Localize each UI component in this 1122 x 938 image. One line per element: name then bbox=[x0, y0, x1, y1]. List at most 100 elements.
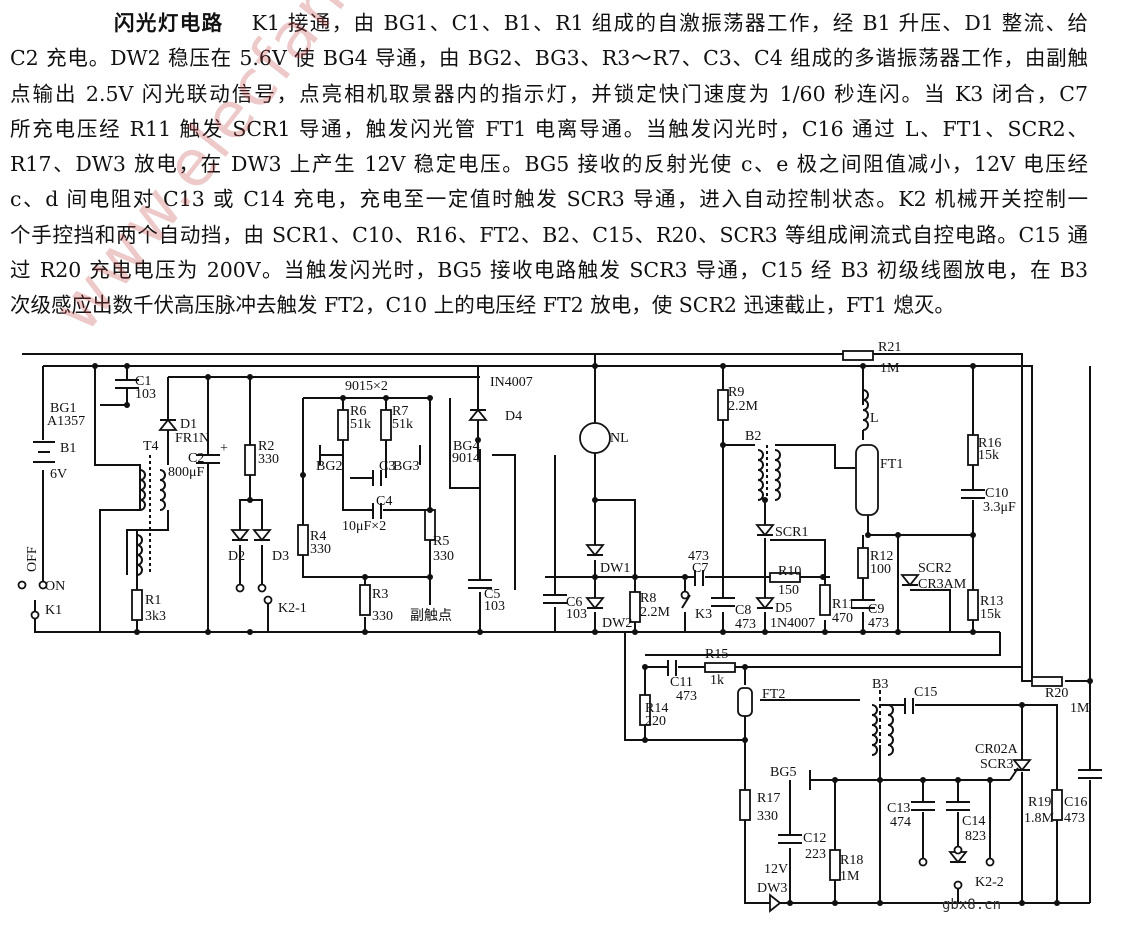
component-label: R12 bbox=[870, 549, 893, 564]
junction-dot bbox=[987, 777, 993, 783]
junction-dot bbox=[427, 507, 433, 513]
component-label: FT2 bbox=[762, 687, 785, 702]
diode-symbol bbox=[252, 529, 272, 542]
switch-terminal bbox=[953, 845, 963, 855]
junction-dot bbox=[1019, 702, 1025, 708]
component-label: R5 bbox=[433, 534, 449, 549]
resistor-symbol bbox=[704, 662, 736, 673]
resistor-symbol bbox=[967, 589, 979, 621]
component-label: C14 bbox=[962, 814, 985, 829]
component-label: 1M bbox=[880, 361, 900, 376]
junction-dot bbox=[477, 629, 483, 635]
neon-lamp-symbol bbox=[579, 422, 611, 454]
junction-dot bbox=[247, 629, 253, 635]
inductor-l-coil bbox=[862, 389, 869, 431]
component-label: 9014 bbox=[452, 451, 480, 466]
component-label: R3 bbox=[372, 587, 388, 602]
component-label: 223 bbox=[805, 847, 826, 862]
component-label: SCR2 bbox=[918, 561, 951, 576]
junction-dot bbox=[642, 664, 648, 670]
component-label: R6 bbox=[350, 404, 366, 419]
diode-symbol bbox=[158, 418, 178, 431]
component-label: 12V bbox=[764, 862, 788, 877]
component-label: 330 bbox=[433, 549, 454, 564]
text-line: 过 R20 充电电压为 200V。当触发闪光时，BG5 接收电路触发 SCR3 … bbox=[10, 258, 1088, 283]
component-label: R17 bbox=[757, 791, 780, 806]
component-label: B2 bbox=[745, 429, 761, 444]
component-label: 473 bbox=[868, 616, 889, 631]
junction-dot bbox=[865, 532, 871, 538]
junction-dot bbox=[955, 777, 961, 783]
component-label: 473 bbox=[688, 549, 709, 564]
component-label: DW1 bbox=[600, 561, 630, 576]
component-label: R13 bbox=[980, 594, 1003, 609]
component-label: CR3AM bbox=[918, 577, 967, 592]
junction-dot bbox=[860, 363, 866, 369]
junction-dot bbox=[205, 374, 211, 380]
component-label: 2.2M bbox=[640, 605, 671, 620]
component-label: DW3 bbox=[757, 881, 787, 896]
component-label: BG5 bbox=[770, 765, 796, 780]
switch-terminal bbox=[680, 590, 690, 600]
component-label: 330 bbox=[757, 809, 778, 824]
component-label: 103 bbox=[566, 607, 587, 622]
component-label: 330 bbox=[310, 542, 331, 557]
component-label: 1.8M bbox=[1024, 811, 1055, 826]
diode-symbol bbox=[755, 524, 775, 537]
resistor-symbol bbox=[829, 849, 841, 881]
junction-dot bbox=[720, 363, 726, 369]
junction-dot bbox=[340, 395, 346, 401]
component-label: BG1 bbox=[50, 401, 76, 416]
component-label: K3 bbox=[695, 607, 712, 622]
junction-dot bbox=[860, 629, 866, 635]
component-label: B1 bbox=[60, 441, 76, 456]
resistor-symbol bbox=[639, 694, 651, 726]
component-label: R14 bbox=[645, 701, 668, 716]
switch-terminal bbox=[985, 857, 995, 867]
component-label: R21 bbox=[878, 340, 901, 355]
diode-symbol bbox=[1012, 759, 1032, 772]
component-label: SCR1 bbox=[775, 525, 808, 540]
component-label: CR02A bbox=[975, 742, 1019, 757]
component-label: D4 bbox=[505, 409, 522, 424]
transformer-b2-coil bbox=[774, 449, 781, 501]
component-label: R1 bbox=[145, 593, 161, 608]
junction-dot bbox=[92, 363, 98, 369]
wire bbox=[302, 397, 431, 632]
resistor-symbol bbox=[1031, 676, 1063, 687]
components bbox=[17, 350, 1102, 913]
switch-terminal bbox=[17, 580, 27, 590]
junction-dot bbox=[762, 629, 768, 635]
text-line: 个手控挡和两个自动挡，由 SCR1、C10、R16、FT2、B2、C15、R20… bbox=[10, 222, 1088, 247]
component-label: 1k bbox=[710, 673, 724, 688]
switch-terminal bbox=[263, 595, 273, 605]
component-label: OFF bbox=[25, 546, 40, 572]
component-label: 330 bbox=[372, 609, 393, 624]
component-label: D1 bbox=[180, 417, 197, 432]
component-label: 100 bbox=[870, 562, 891, 577]
site-mark: gbx8.cn bbox=[942, 897, 1002, 913]
component-label: 1M bbox=[840, 869, 860, 884]
component-label: 470 bbox=[832, 611, 853, 626]
component-label: R7 bbox=[392, 404, 408, 419]
diode-symbol bbox=[585, 597, 605, 610]
component-label: 473 bbox=[1064, 811, 1085, 826]
junction-dot bbox=[205, 629, 211, 635]
component-label: A1357 bbox=[47, 414, 85, 429]
switch-terminal bbox=[38, 580, 48, 590]
junction-dot bbox=[970, 629, 976, 635]
junction-dot bbox=[720, 629, 726, 635]
junction-dot bbox=[682, 574, 688, 580]
diode-symbol bbox=[900, 574, 920, 587]
component-label: R4 bbox=[310, 529, 326, 544]
component-label: 6V bbox=[50, 467, 67, 482]
junction-dot bbox=[642, 737, 648, 743]
wire bbox=[862, 366, 974, 632]
wire bbox=[449, 366, 556, 632]
text-line: 次级感应出数千伏高压脉冲去触发 FT2，C10 上的电压经 FT2 放电，使 S… bbox=[10, 293, 955, 318]
junction-dot bbox=[632, 574, 638, 580]
component-label: C8 bbox=[735, 603, 751, 618]
wire bbox=[681, 366, 855, 632]
flash-tube-ft2 bbox=[737, 687, 753, 717]
